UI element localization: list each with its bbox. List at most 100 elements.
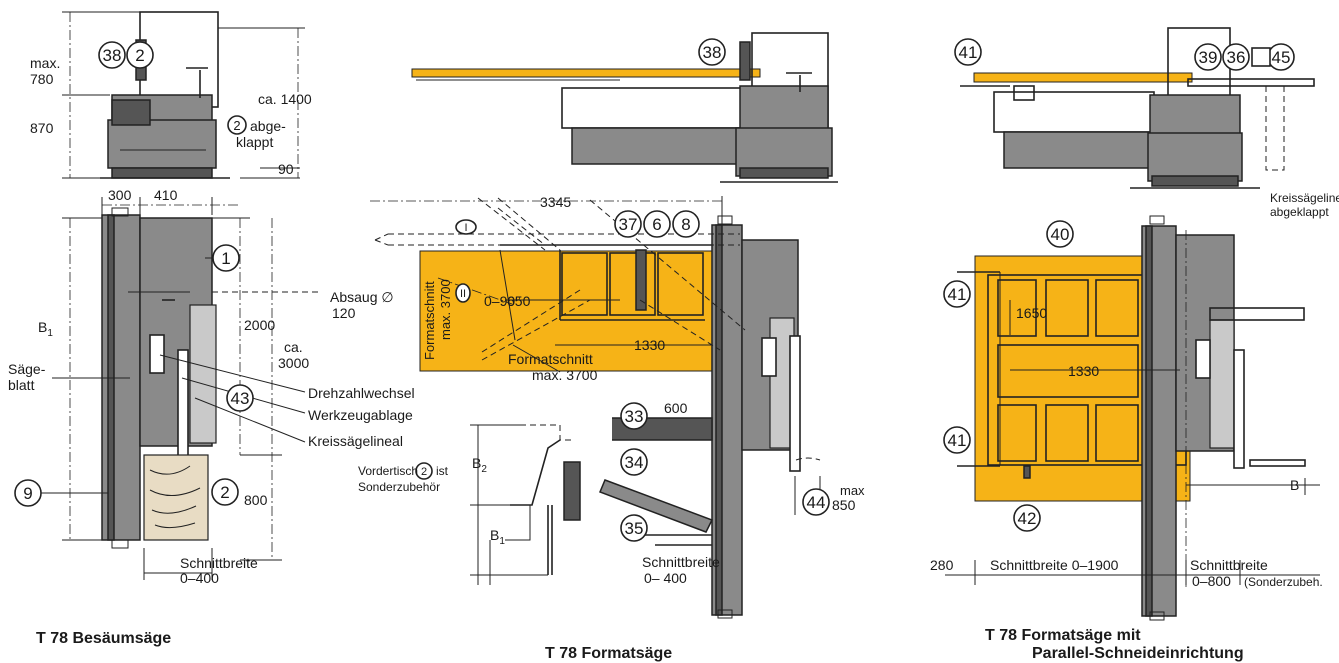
callout-41-mid xyxy=(943,280,971,308)
label-kreissaegelineal-right: Kreissägelineal xyxy=(1270,191,1339,205)
callout-41-bottom-label: 41 xyxy=(948,431,967,450)
callout-43-label: 43 xyxy=(231,389,250,408)
dim-410: 410 xyxy=(154,187,178,203)
label-schnittbreite-0-800: 0–800 xyxy=(1192,573,1231,589)
callout-2-small xyxy=(227,115,247,135)
callout-45-label: 45 xyxy=(1272,48,1291,67)
callout-2b-label: 2 xyxy=(220,483,229,502)
label-blatt: blatt xyxy=(8,377,35,393)
dim-b-right: B xyxy=(1290,477,1299,493)
caption-formatsaege: T 78 Formatsäge xyxy=(545,645,672,662)
label-formatschnitt-vertical-max: max. 3700 xyxy=(438,279,453,340)
left-figure: 38 2 2 1 43 9 2 2 max. 780 870 ca. 1400 … xyxy=(8,11,449,586)
callout-40-label: 40 xyxy=(1051,225,1070,244)
right-texts: 1650 1330 B 280 Schnittbreite 0–1900 Sch… xyxy=(930,305,1323,589)
middle-bubbles: 37 6 8 I II 33 34 35 44 xyxy=(455,210,830,542)
label-schnittbreite-right: Schnittbreite xyxy=(1190,557,1268,573)
position-I xyxy=(455,219,477,235)
dim-ca-1400: ca. 1400 xyxy=(258,91,312,107)
callout-38-label: 38 xyxy=(103,46,122,65)
sliding-table-plan xyxy=(419,250,759,372)
dim-angle: 0–90° xyxy=(484,293,521,309)
dim-600: 600 xyxy=(664,400,688,416)
dim-max: max xyxy=(840,483,865,498)
dim-300: 300 xyxy=(108,187,132,203)
right-bubbles: 40 41 41 42 xyxy=(943,220,1074,532)
dim-850: 850 xyxy=(832,497,856,513)
dim-800: 800 xyxy=(244,492,268,508)
label-sonderzubeh: (Sonderzubeh. xyxy=(1244,575,1323,589)
dim-780: 780 xyxy=(30,71,54,87)
callout-40 xyxy=(1046,220,1074,248)
label-werkzeugablage: Werkzeugablage xyxy=(308,407,413,423)
callout-38 xyxy=(98,41,126,69)
right-plan-view xyxy=(945,215,1320,621)
callout-43 xyxy=(226,384,254,412)
callout-42-label: 42 xyxy=(1018,509,1037,528)
label-drehzahlwechsel: Drehzahlwechsel xyxy=(308,385,415,401)
callout-2-label: 2 xyxy=(135,46,144,65)
callout-41-top xyxy=(954,38,982,66)
dim-870: 870 xyxy=(30,120,54,136)
dim-2000: 2000 xyxy=(244,317,275,333)
callout-2 xyxy=(126,41,154,69)
middle-figure: 38 xyxy=(370,32,865,619)
left-side-elevation xyxy=(100,11,230,179)
label-abge: abge- xyxy=(250,118,286,134)
callout-42 xyxy=(1013,504,1041,532)
dim-b2: B2 xyxy=(472,455,487,475)
position-II-label: II xyxy=(460,288,466,300)
dim-650: 650 xyxy=(507,293,531,309)
dim-3000: 3000 xyxy=(278,355,309,371)
label-vordertisch: Vordertisch xyxy=(358,464,418,478)
callout-39 xyxy=(1194,43,1222,71)
callout-6-label: 6 xyxy=(652,215,661,234)
position-I-label: I xyxy=(464,222,467,234)
callout-2-small-label: 2 xyxy=(233,118,240,133)
label-klappt: klappt xyxy=(236,134,273,150)
callout-37-label: 37 xyxy=(619,215,638,234)
middle-side-elevation: 38 xyxy=(411,32,838,183)
label-formatschnitt-horizontal-max: max. 3700 xyxy=(532,367,598,383)
label-sonderzubehoer: Sonderzubehör xyxy=(358,480,440,494)
sliding-table-side xyxy=(411,68,761,78)
dim-max: max. xyxy=(30,55,60,71)
middle-detail xyxy=(470,424,581,585)
right-side-elevation: 41 39 36 45 Kreissägelineal abgeklappt xyxy=(954,27,1339,219)
callout-41-top-label: 41 xyxy=(959,43,978,62)
callout-33 xyxy=(620,402,648,430)
callout-38-mid-label: 38 xyxy=(703,43,722,62)
caption-parallel-schneideinrichtung: Parallel-Schneideinrichtung xyxy=(1032,645,1244,662)
captions: T 78 Besäumsäge T 78 Formatsäge T 78 For… xyxy=(36,627,1244,662)
label-schnittbreite-0-1900: Schnittbreite 0–1900 xyxy=(990,557,1119,573)
middle-plan-view xyxy=(370,196,821,619)
label-schnittbreite-range: 0–400 xyxy=(180,570,219,586)
callout-33-label: 33 xyxy=(625,407,644,426)
position-II xyxy=(455,283,471,303)
dim-b1: B1 xyxy=(38,319,53,339)
label-formatschnitt-vertical: Formatschnitt xyxy=(422,281,437,360)
dim-1330-right: 1330 xyxy=(1068,363,1099,379)
callout-36 xyxy=(1222,43,1250,71)
label-formatschnitt-horizontal: Formatschnitt xyxy=(508,351,593,367)
wood-panel xyxy=(143,454,209,541)
callout-39-label: 39 xyxy=(1199,48,1218,67)
label-absaug: Absaug ∅ xyxy=(330,289,394,305)
callout-44-label: 44 xyxy=(807,493,826,512)
callout-34-label: 34 xyxy=(625,453,644,472)
label-schnittbreite-mid: Schnittbreite xyxy=(642,554,720,570)
caption-besaeumsaege: T 78 Besäumsäge xyxy=(36,630,171,647)
caption-formatsaege-mit: T 78 Formatsäge mit xyxy=(985,627,1141,644)
dim-90: 90 xyxy=(278,161,294,177)
dim-1650: 1650 xyxy=(1016,305,1047,321)
callout-8 xyxy=(672,210,700,238)
left-texts: max. 780 870 ca. 1400 abge- klappt 90 30… xyxy=(8,55,449,586)
label-schnittbreite: Schnittbreite xyxy=(180,555,258,571)
dim-1330: 1330 xyxy=(634,337,665,353)
callout-44 xyxy=(802,488,830,516)
callout-2-vordertisch xyxy=(415,462,433,480)
callout-41-bottom xyxy=(943,426,971,454)
callout-6 xyxy=(643,210,671,238)
label-abgeklappt: abgeklappt xyxy=(1270,205,1329,219)
